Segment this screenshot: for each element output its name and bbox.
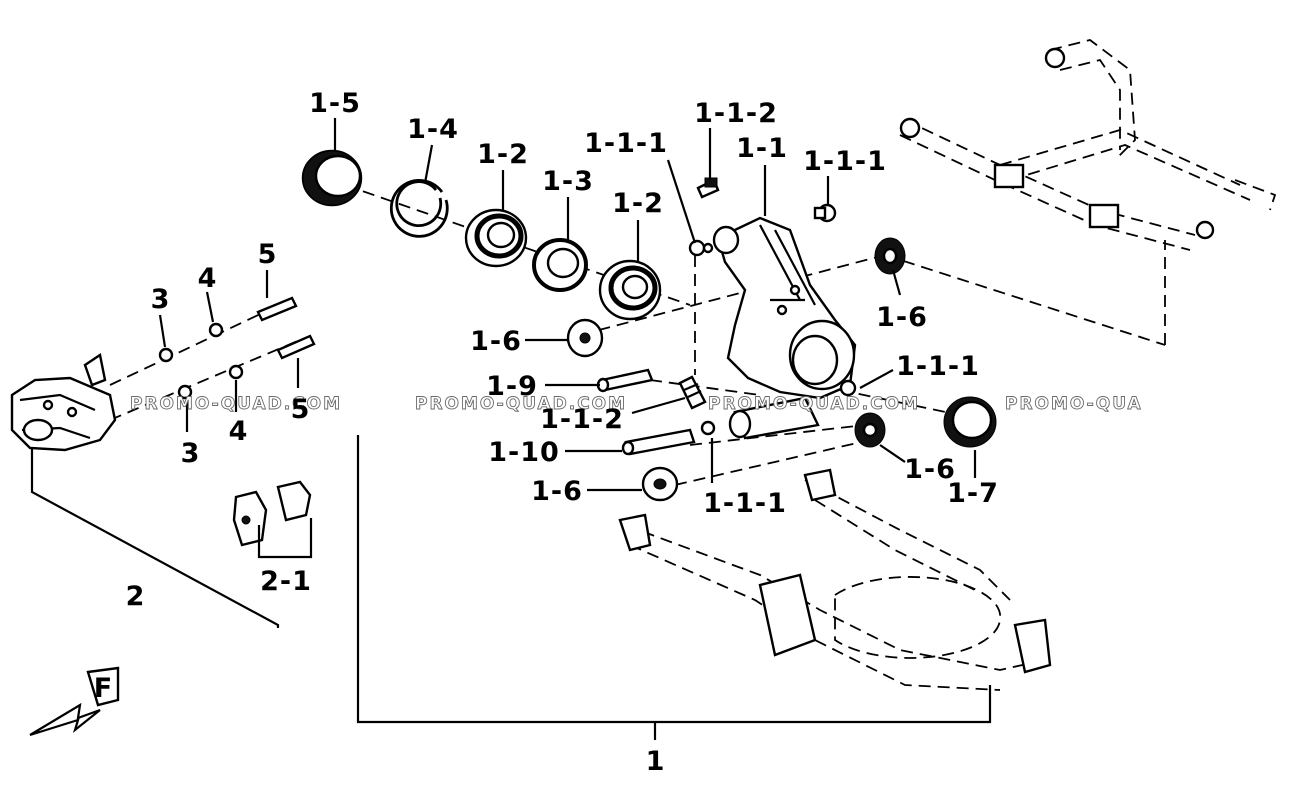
callout-labels: 1-5 1-4 1-2 1-3 1-2 1-1-2 1-1-1 1-1 1-1-… <box>126 88 999 777</box>
front-marker-letter: F <box>94 673 112 704</box>
watermark-1: PROMO-QUAD.COM <box>130 394 342 414</box>
callout-1-1-1-a: 1-1-1 <box>584 128 668 159</box>
brake-pads-2-1 <box>232 480 312 547</box>
washer-1-6-right <box>874 237 906 275</box>
pin-1-9 <box>596 368 654 393</box>
bolt-1-1-1-c <box>839 379 857 397</box>
callout-2: 2 <box>126 581 145 612</box>
swingarm-dashed <box>618 468 1052 691</box>
callout-1-6-bottom: 1-6 <box>531 476 583 507</box>
callout-1-6-mid: 1-6 <box>904 454 956 485</box>
pin-1-10 <box>621 428 696 456</box>
bearing-1-2-a <box>464 208 528 268</box>
callout-1-1-2-top: 1-1-2 <box>694 98 778 129</box>
spacer-1-3 <box>532 238 588 292</box>
circlip-1-4 <box>389 178 449 238</box>
callout-5-bottom: 5 <box>291 394 310 425</box>
callout-1-1: 1-1 <box>736 133 788 164</box>
callout-1-4: 1-4 <box>407 114 459 145</box>
callout-1-7: 1-7 <box>947 478 999 509</box>
callout-1-main: 1 <box>646 746 665 777</box>
oil-seal-1-7 <box>943 396 997 448</box>
callout-1-6-left: 1-6 <box>470 326 522 357</box>
bearing-1-2-b <box>598 259 662 321</box>
bolt-1-1-1-b <box>813 203 837 223</box>
watermarks: PROMO-QUAD.COM PROMO-QUAD.COM PROMO-QUAD… <box>130 394 1143 415</box>
callout-1-1-1-c: 1-1-1 <box>896 351 980 382</box>
bolt-1-1-1-d <box>700 420 716 436</box>
rear-frame-dashed <box>899 39 1277 251</box>
callout-1-1-2-mid: 1-1-2 <box>540 404 624 435</box>
callout-5-top: 5 <box>258 239 277 270</box>
watermark-2: PROMO-QUAD.COM <box>415 394 627 414</box>
callout-1-6-right: 1-6 <box>876 302 928 333</box>
callout-1-2-a: 1-2 <box>477 139 529 170</box>
washer-1-6-bottom <box>641 466 679 502</box>
bleeder-valve-1-1-2-top <box>696 177 720 199</box>
leader-lines <box>30 118 992 740</box>
callout-2-1: 2-1 <box>260 566 312 597</box>
callout-4-bottom: 4 <box>229 416 248 447</box>
callout-1-3: 1-3 <box>542 166 594 197</box>
watermark-4: PROMO-QUA <box>1005 394 1143 414</box>
oil-seal-1-5 <box>301 149 363 207</box>
callout-1-5: 1-5 <box>309 88 361 119</box>
callout-1-2-b: 1-2 <box>612 188 664 219</box>
bushing-tube <box>728 396 820 440</box>
watermark-3: PROMO-QUAD.COM <box>708 394 920 414</box>
callout-1-9: 1-9 <box>486 371 538 402</box>
callout-3-bottom: 3 <box>181 438 200 469</box>
callout-3-top: 3 <box>151 284 170 315</box>
knuckle-1-1 <box>712 216 857 400</box>
bolt-1-1-1-a <box>688 239 714 257</box>
bleeder-valve-1-1-2-mid <box>678 375 707 410</box>
callout-1-1-1-d: 1-1-1 <box>703 488 787 519</box>
washer-1-6-left <box>566 318 604 358</box>
washer-1-6-mid <box>854 412 886 448</box>
callout-4-top: 4 <box>198 263 217 294</box>
washers-and-bolts-3-4-5 <box>158 296 316 400</box>
callout-1-1-1-b: 1-1-1 <box>803 146 887 177</box>
callout-1-10: 1-10 <box>488 437 560 468</box>
front-direction-arrow-icon: F <box>29 666 120 737</box>
brake-caliper-2 <box>10 353 117 452</box>
